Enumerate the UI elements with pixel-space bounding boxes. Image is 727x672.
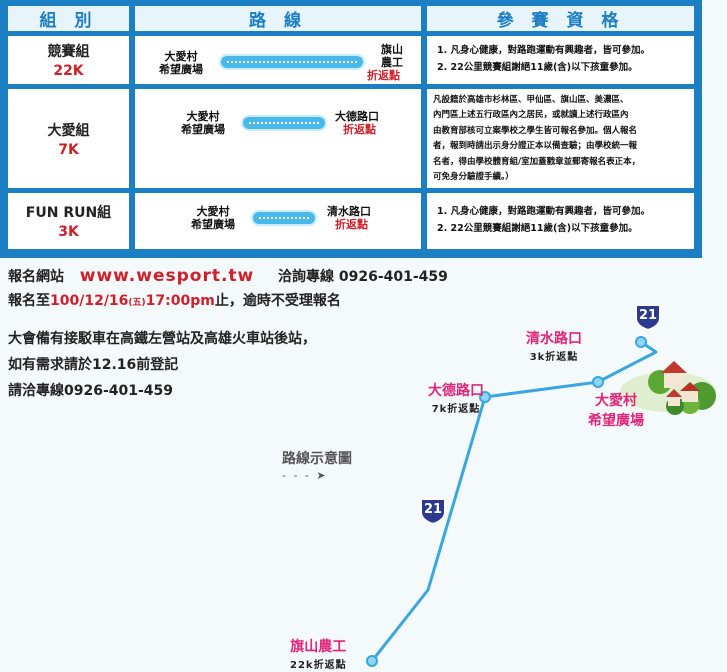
shuttle-line: 如有需求請於12.16前登記 xyxy=(8,357,179,373)
row-funrun-route: 大愛村 希望廣場 清水路口 折返點 xyxy=(135,193,421,249)
hotline-label: 洽詢專線 xyxy=(278,269,334,285)
route-turnpoint: 折返點 xyxy=(335,218,368,231)
group-name: 大愛組 xyxy=(47,122,90,139)
route-bar xyxy=(253,212,315,224)
route-turnpoint: 折返點 xyxy=(367,69,400,82)
deadline-suffix: 止，逾時不受理報名 xyxy=(214,293,341,309)
requirement-line: 凡設籍於高雄市杉林區、甲仙區、旗山區、美濃區、 xyxy=(433,95,629,105)
label-qingshui: 清水路口 3k折返點 xyxy=(526,331,582,363)
deadline-date: 100/12/16 xyxy=(50,293,129,309)
row-race-eligibility: 1. 凡身心健康，對路跑運動有興趣者，皆可參加。 2. 22公里競賽組謝絕11歲… xyxy=(427,36,694,84)
hotline-number: 0926-401-459 xyxy=(338,269,448,285)
requirement-line: 可免身分驗證手續。） xyxy=(433,172,514,183)
site-url-link[interactable]: www.wesport.tw xyxy=(79,266,255,286)
shuttle-line: 請洽專線0926-401-459 xyxy=(8,383,174,399)
shuttle-line: 大會備有接駁車在高鐵左營站及高雄火車站後站， xyxy=(8,331,316,347)
requirement-line: 者，報到時請出示身分證正本以備查驗；由學校統一報 xyxy=(433,141,638,152)
route-point-qishan xyxy=(366,655,378,667)
row-race-route: 大愛村 希望廣場 旗山 農工 折返點 xyxy=(135,36,421,84)
header-group: 組 別 xyxy=(8,6,129,31)
route-bar xyxy=(243,117,325,129)
requirement-line: 由教育部核可立案學校之學生皆可報名參加。個人報名 xyxy=(433,125,638,136)
row-funrun-group: FUN RUN組 3K xyxy=(8,193,129,249)
route-start: 大愛村 希望廣場 xyxy=(181,110,225,136)
route-end: 旗山 農工 xyxy=(381,43,403,69)
highway-number: 21 xyxy=(423,502,443,517)
highway-21-top-icon xyxy=(635,304,661,332)
route-turnpoint: 折返點 xyxy=(343,123,376,136)
route-point-village xyxy=(635,336,647,348)
row-love-route: 大愛村 希望廣場 大德路口 折返點 xyxy=(135,89,421,188)
route-point-dade xyxy=(479,391,491,403)
route-point-qingshui xyxy=(592,376,604,388)
deadline-time: 17:00pm xyxy=(145,293,215,309)
highway-21-mid-icon xyxy=(420,498,446,526)
route-start: 大愛村 希望廣場 xyxy=(159,50,203,76)
label-qishan: 旗山農工 22k折返點 xyxy=(290,639,347,671)
route-end: 大德路口 xyxy=(335,110,379,123)
row-funrun-eligibility: 1. 凡身心健康，對路跑運動有興趣者，皆可參加。 2. 22公里競賽組謝絕11歲… xyxy=(427,193,694,249)
header-eligibility: 參 賽 資 格 xyxy=(427,6,694,31)
group-name: FUN RUN組 xyxy=(25,205,112,221)
deadline-line: 報名至100/12/16(五)17:00pm止，逾時不受理報名 xyxy=(8,290,341,310)
row-love-eligibility: 凡設籍於高雄市杉林區、甲仙區、旗山區、美濃區、 內門區上述五行政區內之居民，或就… xyxy=(427,89,694,188)
route-line xyxy=(370,340,658,662)
requirement-line: 1. 凡身心健康，對路跑運動有興趣者，皆可參加。 xyxy=(437,206,651,217)
group-distance: 3K xyxy=(58,224,79,240)
requirement-line: 2. 22公里競賽組謝絕11歲(含)以下孩童參加。 xyxy=(437,62,638,73)
label-dade: 大德路口 7k折返點 xyxy=(428,383,484,415)
row-race-group: 競賽組 22K xyxy=(8,36,129,84)
requirement-line: 名者，得由學校體育組/室加蓋戳章並郵寄報名表正本， xyxy=(433,156,641,167)
group-name: 競賽組 xyxy=(47,44,90,60)
route-bar xyxy=(221,56,363,68)
deadline-weekday: (五) xyxy=(128,298,146,308)
header-route: 路 線 xyxy=(135,6,421,31)
group-distance: 7K xyxy=(58,141,79,158)
route-end: 清水路口 xyxy=(327,205,371,218)
deadline-prefix: 報名至 xyxy=(8,293,50,309)
row-love-group: 大愛組 7K xyxy=(8,89,129,188)
highway-number: 21 xyxy=(638,308,658,323)
map-direction-arrow: - - - ➤ xyxy=(282,469,328,482)
requirement-line: 1. 凡身心健康，對路跑運動有興趣者，皆可參加。 xyxy=(437,45,651,56)
site-label: 報名網站 xyxy=(8,269,64,285)
label-village: 大愛村 希望廣場 xyxy=(588,393,644,429)
requirement-line: 內門區上述五行政區內之居民，或就讀上述行政區內 xyxy=(433,110,629,121)
route-start: 大愛村 希望廣場 xyxy=(191,205,235,231)
requirement-line: 2. 22公里競賽組謝絕11歲(含)以下孩童參加。 xyxy=(437,223,638,234)
group-distance: 22K xyxy=(53,63,84,79)
village-illustration-icon xyxy=(620,361,716,415)
map-title: 路線示意圖 xyxy=(282,451,352,467)
shuttle-notice: 大會備有接駁車在高鐵左營站及高雄火車站後站， 如有需求請於12.16前登記 請洽… xyxy=(8,326,316,404)
registration-line: 報名網站 www.wesport.tw 洽詢專線 0926-401-459 xyxy=(8,266,448,286)
